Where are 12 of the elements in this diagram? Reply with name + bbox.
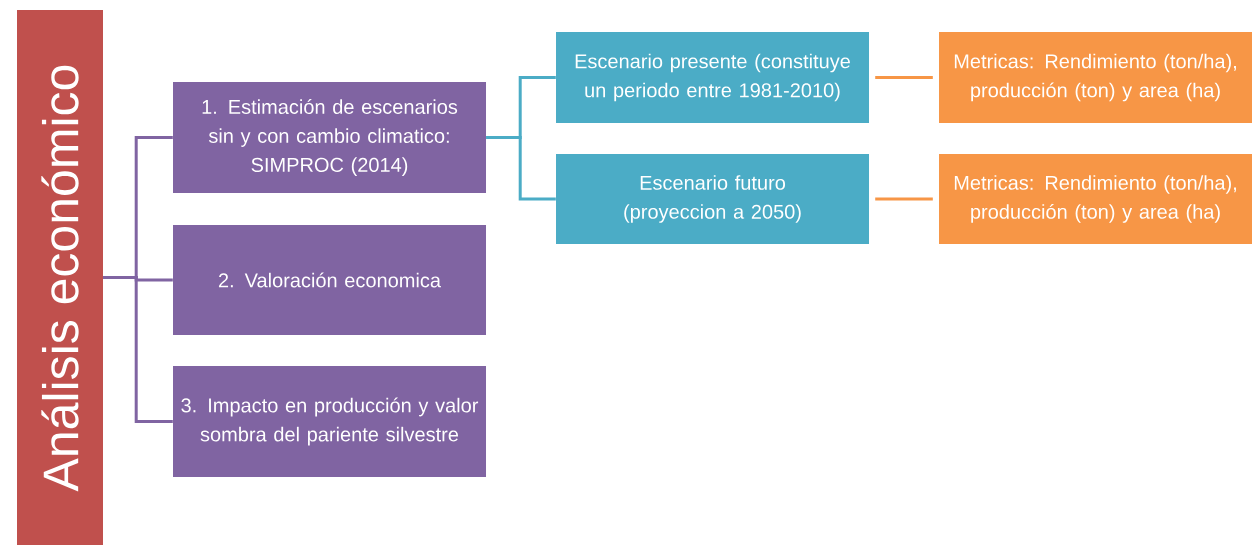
- scenario-box: Escenario futuro (proyeccion a 2050): [556, 154, 869, 244]
- process-box: 3. Impacto en producción y valor sombra del pariente silvestre: [173, 366, 486, 477]
- process-box: 2. Valoración economica: [173, 225, 486, 335]
- connector-line: [486, 136, 556, 201]
- scenario-box: Escenario presente (constituye un periodo entre 1981-2010): [556, 32, 869, 123]
- connector-line: [875, 197, 933, 201]
- connector-line: [103, 276, 173, 423]
- process-box: 1. Estimación de escenarios sin y con cambio climatico: SIMPROC (2014): [173, 82, 486, 193]
- metrics-box: Metricas: Rendimiento (ton/ha), producción (ton) y area (ha): [939, 32, 1252, 123]
- title-band: Análisis económico: [17, 10, 103, 545]
- metrics-box: Metricas: Rendimiento (ton/ha), producción (ton) y area (ha): [939, 154, 1252, 244]
- connector-line: [875, 76, 933, 79]
